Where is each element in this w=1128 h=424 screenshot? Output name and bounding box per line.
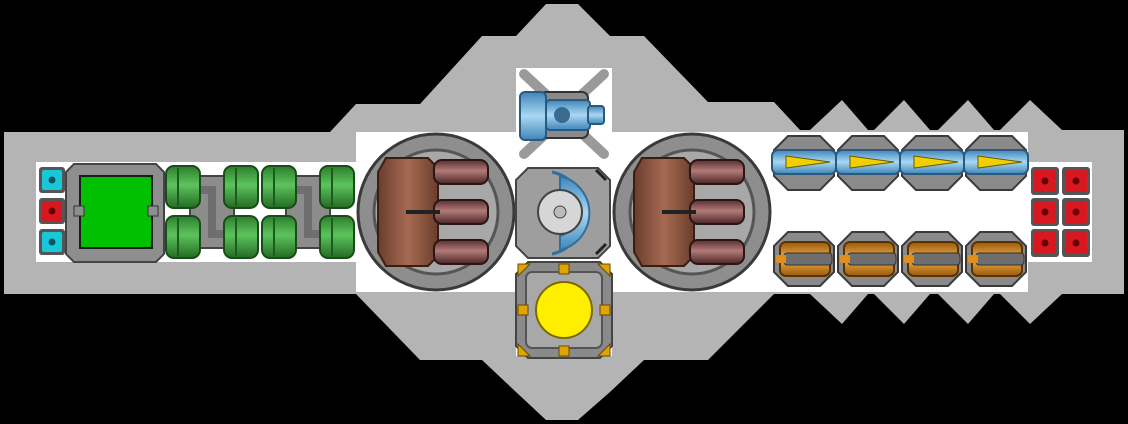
fuel-tanks: [165, 165, 355, 259]
cannons: [356, 132, 772, 292]
yellow-thruster-icon[interactable]: [963, 135, 1029, 191]
right-nodes: [1031, 167, 1090, 257]
cyan-node-icon[interactable]: [39, 229, 65, 255]
cockpit-icon[interactable]: [65, 163, 165, 263]
red-armor-node-icon[interactable]: [1062, 229, 1090, 257]
yellow-thrusters: [771, 135, 1029, 191]
green-fuel-tank-icon[interactable]: [165, 165, 259, 259]
orange-thruster-icon[interactable]: [901, 231, 963, 287]
red-armor-node-icon[interactable]: [1062, 198, 1090, 226]
red-armor-node-icon[interactable]: [39, 198, 65, 224]
blue-shield-generator-icon[interactable]: [515, 167, 611, 259]
cyan-node-icon[interactable]: [39, 167, 65, 193]
orange-thruster-icon[interactable]: [965, 231, 1027, 287]
blue-drone-launcher-icon[interactable]: [519, 69, 609, 159]
orange-thrusters: [773, 231, 1027, 287]
yellow-thruster-icon[interactable]: [835, 135, 901, 191]
orange-thruster-icon[interactable]: [837, 231, 899, 287]
left-nodes: [39, 167, 65, 255]
green-fuel-tank-icon[interactable]: [261, 165, 355, 259]
red-armor-node-icon[interactable]: [1031, 167, 1059, 195]
yellow-thruster-icon[interactable]: [771, 135, 837, 191]
brown-triple-cannon-turret-icon[interactable]: [356, 132, 516, 292]
red-armor-node-icon[interactable]: [1062, 167, 1090, 195]
orange-thruster-icon[interactable]: [773, 231, 835, 287]
brown-triple-cannon-turret-icon[interactable]: [612, 132, 772, 292]
yellow-thruster-icon[interactable]: [899, 135, 965, 191]
red-armor-node-icon[interactable]: [1031, 198, 1059, 226]
yellow-reactor-core-icon[interactable]: [515, 261, 613, 359]
red-armor-node-icon[interactable]: [1031, 229, 1059, 257]
